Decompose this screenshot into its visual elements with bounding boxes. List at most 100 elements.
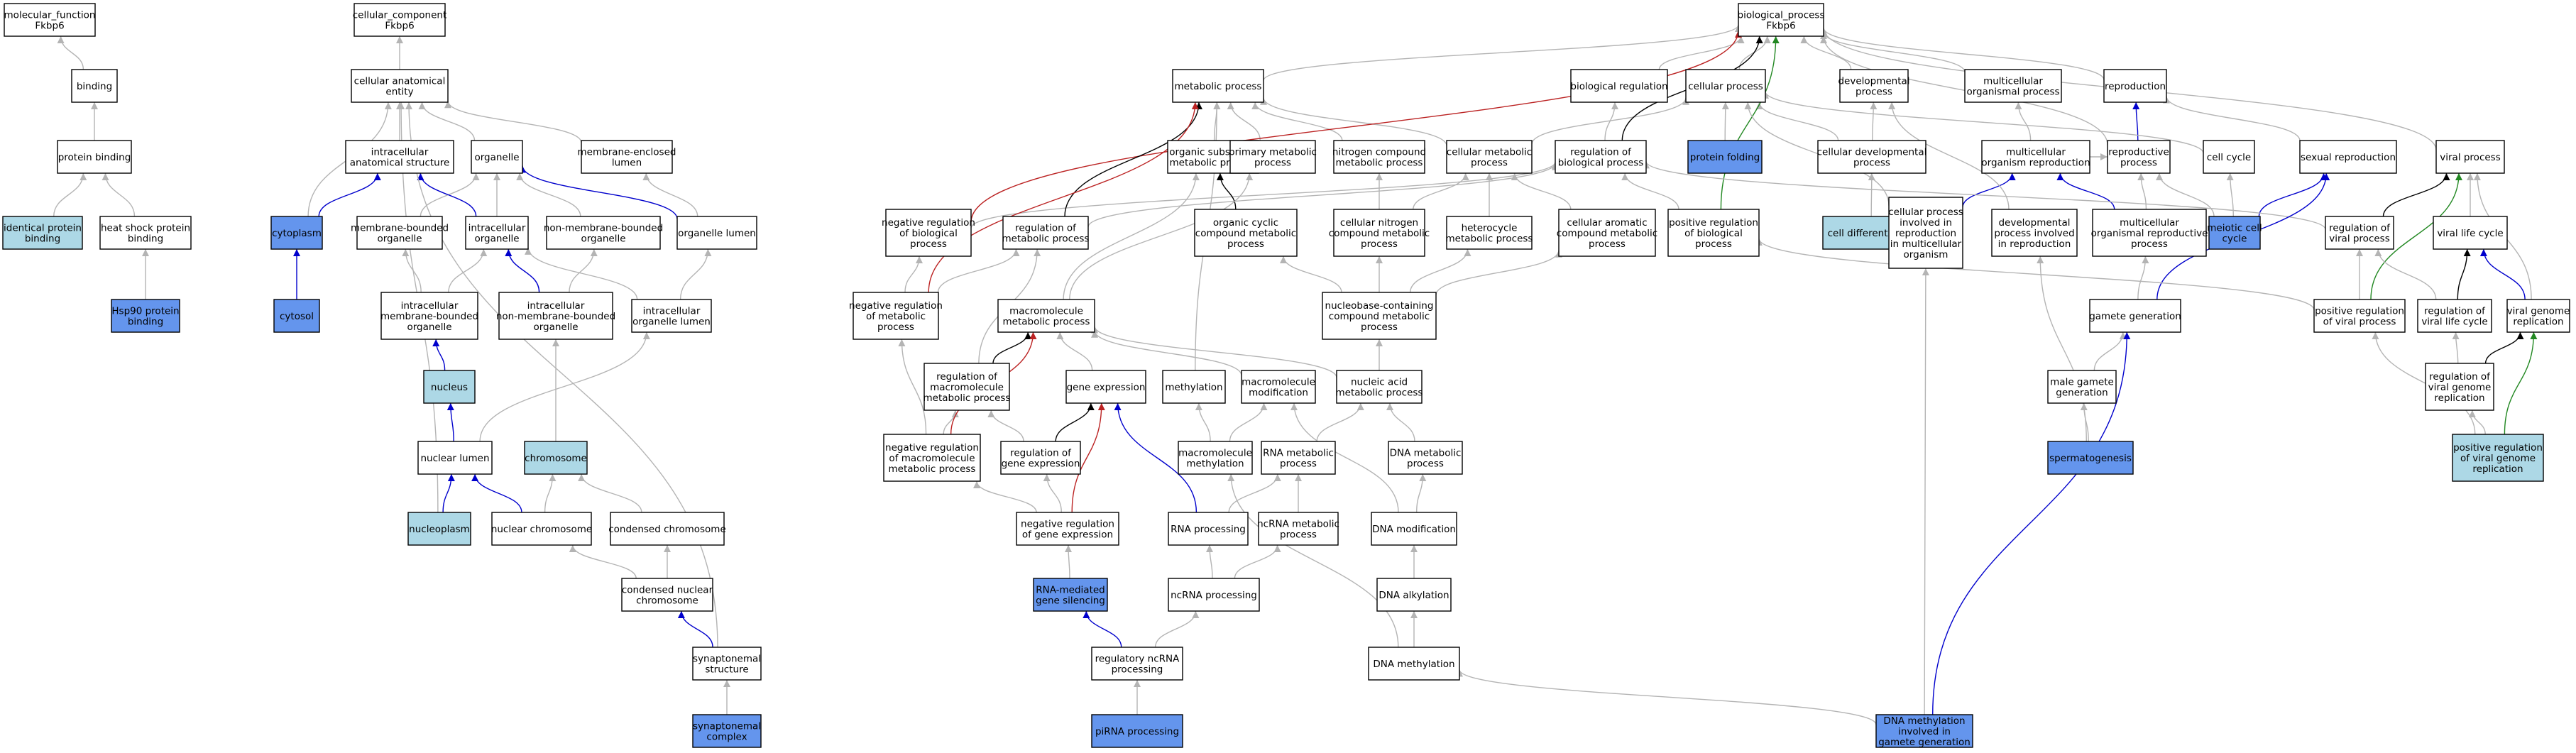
go-term-node[interactable]: viral life cycle bbox=[2433, 216, 2508, 250]
go-term-node[interactable]: cytosol bbox=[273, 299, 320, 333]
go-term-node[interactable]: nuclear lumen bbox=[417, 441, 493, 475]
node-label: gene silencing bbox=[1036, 595, 1105, 607]
go-term-node[interactable]: DNA alkylation bbox=[1376, 578, 1452, 612]
node-label: replication bbox=[2434, 392, 2484, 404]
go-term-node[interactable]: nucleus bbox=[423, 370, 476, 404]
go-term-node[interactable]: viral process bbox=[2435, 140, 2505, 174]
go-term-node[interactable]: organelle bbox=[471, 140, 523, 174]
edge-blue bbox=[1083, 610, 1122, 648]
edge-gray bbox=[1087, 163, 1559, 227]
go-term-node[interactable]: cell cycle bbox=[2203, 140, 2255, 174]
go-term-node[interactable]: sexual reproduction bbox=[2299, 140, 2397, 174]
go-term-node[interactable]: chromosome bbox=[524, 441, 588, 475]
go-term-node[interactable]: gamete generation bbox=[2089, 299, 2181, 333]
go-term-node[interactable]: reproduction bbox=[2103, 69, 2167, 103]
go-term-node[interactable]: protein folding bbox=[1687, 140, 1763, 174]
edge-gray bbox=[57, 35, 84, 70]
go-term-node[interactable]: biological regulation bbox=[1570, 69, 1668, 103]
go-term-node[interactable]: DNA modification bbox=[1371, 512, 1457, 546]
go-term-node[interactable]: spermatogenesis bbox=[2047, 441, 2134, 475]
go-term-node[interactable]: metabolic process bbox=[1172, 69, 1264, 103]
go-term-node[interactable]: nucleoplasm bbox=[407, 512, 471, 546]
edge-red bbox=[1071, 402, 1105, 513]
go-term-node[interactable]: organelle lumen bbox=[676, 216, 757, 250]
go-term-node[interactable]: RNA processing bbox=[1168, 512, 1249, 546]
go-term-node[interactable]: nuclear chromosome bbox=[491, 512, 592, 546]
go-term-node[interactable]: methylation bbox=[1162, 370, 1226, 404]
go-term-node[interactable]: cellular process bbox=[1685, 69, 1766, 103]
go-term-node[interactable]: intracellularnon-membrane-boundedorganel… bbox=[496, 292, 615, 340]
go-term-node[interactable]: DNA methylation bbox=[1368, 647, 1460, 681]
go-term-node[interactable]: protein binding bbox=[57, 140, 132, 174]
node-label: piRNA processing bbox=[1095, 726, 1179, 737]
go-term-node[interactable]: gene expression bbox=[1065, 370, 1146, 404]
node-box bbox=[1685, 69, 1766, 103]
go-term-node[interactable]: piRNA processing bbox=[1091, 714, 1183, 748]
go-term-node[interactable]: binding bbox=[71, 69, 118, 103]
go-term-node[interactable]: condensed chromosome bbox=[608, 512, 726, 546]
go-term-node[interactable]: cytoplasm bbox=[270, 216, 323, 250]
go-term-node[interactable]: ncRNA processing bbox=[1168, 578, 1260, 612]
